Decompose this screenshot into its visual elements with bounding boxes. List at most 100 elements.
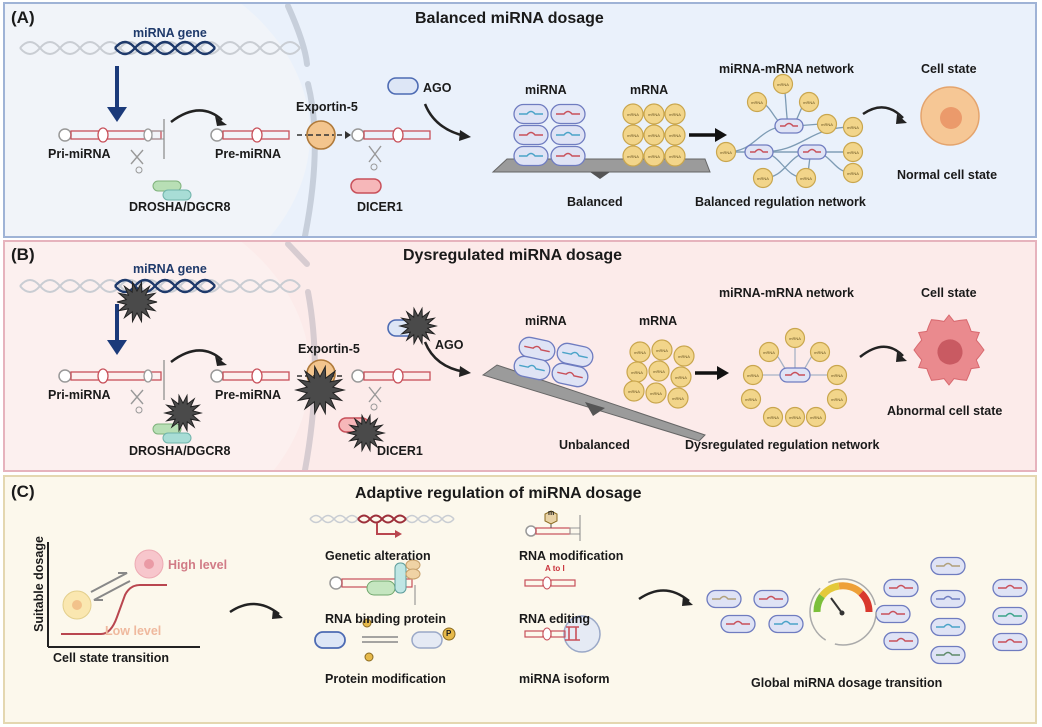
drosha-dgcr8-complex-icon <box>152 423 192 444</box>
mrna-node: mRNA <box>740 388 762 410</box>
svg-text:mRNA: mRNA <box>821 122 833 127</box>
ago-label: AGO <box>423 81 452 95</box>
cell-state-title: Cell state <box>921 62 977 76</box>
mirna-capsule <box>797 144 827 160</box>
mirna-capsule <box>768 614 804 634</box>
mrna-node: mRNA <box>816 113 838 135</box>
ago-label: AGO <box>435 338 464 352</box>
mechanism-mirna-isoform: miRNA isoform <box>519 672 610 686</box>
global-transition-caption: Global miRNA dosage transition <box>751 676 943 690</box>
mechanism-rna-binding-protein: RNA binding protein <box>325 612 447 626</box>
cell-state-title: Cell state <box>921 286 977 300</box>
mirna-capsule <box>774 118 804 134</box>
svg-text:mRNA: mRNA <box>831 397 843 402</box>
low-level-cell-icon <box>62 590 92 620</box>
equilibrium-arrows-icon <box>90 572 131 601</box>
mirna-capsule <box>550 145 586 167</box>
low-level-label: Low level <box>105 624 162 638</box>
panel-label: (A) <box>11 8 35 27</box>
mirna-gene-label: miRNA gene <box>133 26 207 40</box>
panel-adaptive: (C) Adaptive regulation of miRNA dosage … <box>3 475 1037 724</box>
mrna-node: mRNA <box>643 124 665 146</box>
svg-text:mRNA: mRNA <box>669 133 681 138</box>
mrna-node: mRNA <box>842 116 864 138</box>
svg-text:mRNA: mRNA <box>675 375 687 380</box>
mirna-capsule <box>744 144 774 160</box>
mirna-capsule <box>513 103 549 125</box>
mrna-node: mRNA <box>784 406 806 428</box>
right-arrow-icon <box>695 366 729 380</box>
damage-burst-icon <box>294 364 346 416</box>
mirna-label: miRNA <box>525 83 567 97</box>
svg-text:mRNA: mRNA <box>847 125 859 130</box>
mrna-node: mRNA <box>664 124 686 146</box>
svg-text:mRNA: mRNA <box>628 389 640 394</box>
mrna-node: mRNA <box>622 103 644 125</box>
pri-mirna-label: Pri-miRNA <box>48 147 111 161</box>
network-caption: Dysregulated regulation network <box>685 438 880 452</box>
svg-text:mRNA: mRNA <box>803 100 815 105</box>
mrna-node: mRNA <box>805 406 827 428</box>
rna-binding-protein-icon <box>329 559 421 605</box>
svg-text:mRNA: mRNA <box>777 82 789 87</box>
svg-text:mRNA: mRNA <box>672 396 684 401</box>
damage-burst-icon <box>163 393 203 433</box>
transcription-arrow-icon <box>107 304 127 355</box>
mrna-node: mRNA <box>826 388 848 410</box>
processing-arrow-icon <box>170 109 223 123</box>
mrna-node: mRNA <box>842 162 864 184</box>
nucleus-region <box>5 4 310 236</box>
svg-text:mRNA: mRNA <box>656 348 668 353</box>
panel-title: Dysregulated miRNA dosage <box>403 247 623 264</box>
mechanism-genetic-alteration: Genetic alteration <box>325 549 431 563</box>
mrna-node: mRNA <box>622 124 644 146</box>
mirna-capsule <box>556 342 594 368</box>
mrna-node: mRNA <box>772 73 794 95</box>
drosha-dgcr8-label: DROSHA/DGCR8 <box>129 200 231 214</box>
svg-text:mRNA: mRNA <box>789 336 801 341</box>
pre-mirna-label: Pre-miRNA <box>215 388 281 402</box>
mrna-node: mRNA <box>842 141 864 163</box>
mirna-capsule <box>992 606 1028 626</box>
editing-tag: A to I <box>545 564 565 573</box>
cytoplasmic-pre-mirna-icon <box>351 127 431 143</box>
nuclear-membrane <box>285 242 318 470</box>
mrna-node: mRNA <box>798 91 820 113</box>
mirna-capsule <box>883 631 919 651</box>
dicer1-label: DICER1 <box>357 200 403 214</box>
high-level-cell-icon <box>134 549 164 579</box>
genetic-alteration-icon <box>309 514 455 538</box>
abnormal-cell-icon <box>913 314 985 386</box>
svg-text:mRNA: mRNA <box>631 370 643 375</box>
mrna-node: mRNA <box>667 387 689 409</box>
mrna-node: mRNA <box>643 103 665 125</box>
mrna-node: mRNA <box>651 339 673 361</box>
pre-mirna-hairpin-icon <box>210 127 290 143</box>
dna-helix-icon <box>19 278 301 294</box>
mrna-node: mRNA <box>670 366 692 388</box>
svg-text:mRNA: mRNA <box>720 150 732 155</box>
mirna-pile <box>513 336 594 388</box>
rna-modification-icon <box>525 510 581 541</box>
low-dosage-mirna-group <box>706 589 804 634</box>
mrna-label: mRNA <box>639 314 678 328</box>
damage-burst-icon <box>346 413 386 453</box>
dosage-gauge-icon <box>809 578 877 646</box>
pri-mirna-label: Pri-miRNA <box>48 388 111 402</box>
mrna-node: mRNA <box>629 341 651 363</box>
mirna-capsule <box>875 604 911 624</box>
phospho-tag: P <box>446 629 452 638</box>
unbalanced-seesaw-icon <box>481 364 706 442</box>
balance-state-label: Balanced <box>567 195 623 209</box>
svg-text:mRNA: mRNA <box>763 350 775 355</box>
high-dosage-mirna-group <box>875 556 1028 665</box>
mirna-capsule <box>779 367 811 383</box>
panel-title: Balanced miRNA dosage <box>415 10 604 27</box>
svg-text:mRNA: mRNA <box>847 150 859 155</box>
cell-state-caption: Abnormal cell state <box>887 404 1003 418</box>
mirna-capsule <box>930 645 966 665</box>
mrna-node: mRNA <box>664 145 686 167</box>
mirna-capsule <box>513 355 551 381</box>
protein-modification-icon <box>314 618 456 662</box>
